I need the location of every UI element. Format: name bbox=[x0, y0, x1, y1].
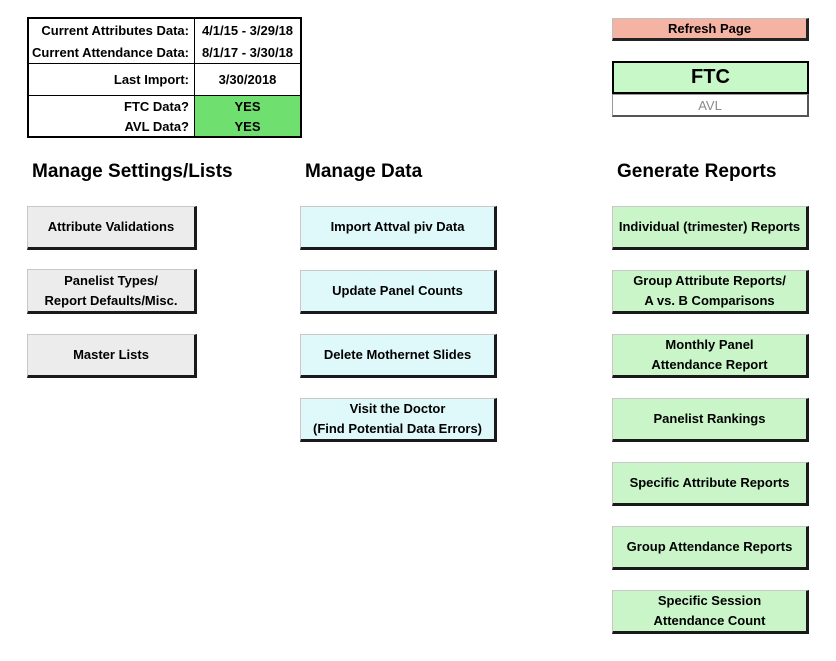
last-import-row: Last Import: 3/30/2018 bbox=[29, 64, 300, 95]
update-panel-counts-button[interactable]: Update Panel Counts bbox=[300, 270, 497, 314]
last-import-value: 3/30/2018 bbox=[194, 64, 300, 95]
import-attval-button[interactable]: Import Attval piv Data bbox=[300, 206, 497, 250]
current-attributes-value: 4/1/15 - 3/29/18 bbox=[194, 19, 300, 41]
avl-data-row: AVL Data? YES bbox=[29, 116, 300, 136]
refresh-page-button[interactable]: Refresh Page bbox=[612, 18, 809, 41]
avl-site-toggle[interactable]: AVL bbox=[612, 94, 809, 117]
group-attendance-reports-button[interactable]: Group Attendance Reports bbox=[612, 526, 809, 570]
divider bbox=[29, 95, 300, 96]
last-import-label: Last Import: bbox=[113, 72, 189, 87]
avl-data-label: AVL Data? bbox=[124, 118, 189, 134]
generate-reports-heading: Generate Reports bbox=[617, 161, 777, 182]
delete-mothernet-slides-button[interactable]: Delete Mothernet Slides bbox=[300, 334, 497, 378]
visit-the-doctor-button[interactable]: Visit the Doctor (Find Potential Data Er… bbox=[300, 398, 497, 442]
panelist-types-button[interactable]: Panelist Types/ Report Defaults/Misc. bbox=[27, 269, 197, 314]
monthly-panel-attendance-button[interactable]: Monthly Panel Attendance Report bbox=[612, 334, 809, 378]
panelist-rankings-button[interactable]: Panelist Rankings bbox=[612, 398, 809, 442]
current-attendance-row: Current Attendance Data: 8/1/17 - 3/30/1… bbox=[29, 41, 300, 63]
avl-data-status: YES bbox=[194, 116, 300, 136]
ftc-data-label: FTC Data? bbox=[124, 98, 189, 114]
current-attributes-label: Current Attributes Data: bbox=[41, 22, 189, 38]
manage-data-heading: Manage Data bbox=[305, 161, 423, 182]
import-status-table: Current Attributes Data: 4/1/15 - 3/29/1… bbox=[27, 17, 302, 138]
current-attributes-row: Current Attributes Data: 4/1/15 - 3/29/1… bbox=[29, 19, 300, 41]
specific-attribute-reports-button[interactable]: Specific Attribute Reports bbox=[612, 462, 809, 506]
specific-session-attendance-button[interactable]: Specific Session Attendance Count bbox=[612, 590, 809, 634]
attribute-validations-button[interactable]: Attribute Validations bbox=[27, 206, 197, 250]
individual-reports-button[interactable]: Individual (trimester) Reports bbox=[612, 206, 809, 250]
divider bbox=[29, 63, 300, 64]
ftc-data-row: FTC Data? YES bbox=[29, 96, 300, 116]
manage-settings-heading: Manage Settings/Lists bbox=[32, 161, 233, 182]
master-lists-button[interactable]: Master Lists bbox=[27, 334, 197, 378]
current-attendance-label: Current Attendance Data: bbox=[32, 44, 189, 60]
current-attendance-value: 8/1/17 - 3/30/18 bbox=[194, 41, 300, 63]
active-site-indicator[interactable]: FTC bbox=[612, 61, 809, 94]
group-attribute-reports-button[interactable]: Group Attribute Reports/ A vs. B Compari… bbox=[612, 270, 809, 314]
ftc-data-status: YES bbox=[194, 96, 300, 116]
